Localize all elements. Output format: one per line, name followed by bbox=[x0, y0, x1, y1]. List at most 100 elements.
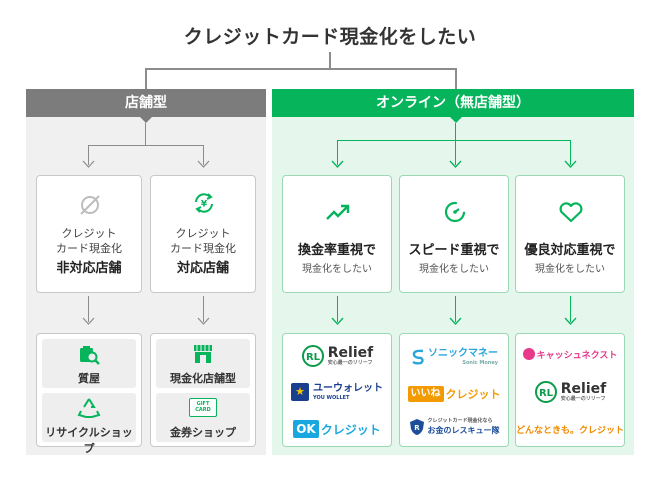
brand-name: ソニックマネー bbox=[428, 347, 498, 359]
relief-logo-icon: RL bbox=[301, 345, 324, 367]
brand-name: Relief bbox=[560, 380, 607, 397]
brand-name: クレジット bbox=[445, 388, 501, 401]
connector bbox=[88, 296, 89, 322]
list-item-label: 金券ショップ bbox=[170, 426, 236, 439]
brand-sub: クレジットカード現金化なら bbox=[427, 418, 493, 424]
store-list-non-support: 質屋 リサイクルショップ bbox=[36, 333, 142, 455]
online-speed-box: スピード重視で 現金化をしたい bbox=[399, 175, 509, 293]
brand-list-speed: ソニックマネー Sonic Money いいね クレジット R クレジットカード… bbox=[399, 333, 509, 447]
arrow-down-icon bbox=[82, 317, 95, 325]
brand-relief: RL Relief 安心最一のリリーフ bbox=[516, 378, 624, 406]
pawnshop-icon bbox=[80, 346, 100, 365]
connector bbox=[337, 140, 338, 165]
box-strong-label: 優良対応重視で bbox=[524, 243, 616, 258]
trend-up-icon bbox=[326, 204, 350, 220]
brand-sub: YOU WOLLET bbox=[313, 395, 350, 401]
store-header: 店舗型 bbox=[26, 89, 266, 117]
online-quality-box: 優良対応重視で 現金化をしたい bbox=[515, 175, 625, 293]
svg-text:R: R bbox=[414, 424, 420, 432]
box-sub-label: 現金化をしたい bbox=[419, 264, 489, 275]
cash-logo-icon bbox=[522, 348, 535, 360]
connector bbox=[88, 145, 89, 165]
shop-icon bbox=[194, 345, 212, 363]
svg-text:RL: RL bbox=[306, 352, 321, 363]
connector bbox=[455, 296, 456, 322]
relief-logo-icon: RL bbox=[534, 381, 557, 403]
yen-exchange-icon: ¥ bbox=[195, 193, 213, 213]
connector bbox=[203, 145, 204, 165]
connector bbox=[88, 145, 204, 146]
shield-icon: R bbox=[409, 419, 424, 435]
list-item: GIFT CARD 金券ショップ bbox=[156, 393, 250, 442]
brand-iine-credit: いいね クレジット bbox=[400, 384, 508, 404]
heart-icon bbox=[559, 202, 583, 223]
brand-name: お金のレスキュー隊 bbox=[427, 426, 500, 435]
connector bbox=[455, 123, 456, 141]
arrow-down-icon bbox=[197, 317, 210, 325]
recycle-icon bbox=[77, 398, 101, 418]
brand-sub: 安心最一のリリーフ bbox=[327, 359, 373, 366]
brand-name: ユーウォレット bbox=[313, 383, 383, 394]
header-pointer bbox=[140, 117, 152, 123]
speed-timer-icon bbox=[444, 201, 466, 223]
box-strong-label: 非対応店舗 bbox=[56, 261, 122, 276]
connector bbox=[337, 296, 338, 322]
list-item-label: 質屋 bbox=[78, 372, 100, 385]
brand-rescue: R クレジットカード現金化なら お金のレスキュー隊 bbox=[400, 414, 508, 440]
store-list-support: 現金化店舗型 GIFT CARD 金券ショップ bbox=[150, 333, 256, 447]
box-sub-label: 現金化をしたい bbox=[302, 264, 372, 275]
box-sub-label: 現金化をしたい bbox=[535, 264, 605, 275]
online-header: オンライン（無店舗型） bbox=[272, 89, 634, 117]
arrow-down-icon bbox=[449, 160, 462, 168]
brand-name: OK bbox=[293, 420, 319, 438]
list-item-label: リサイクルショップ bbox=[45, 426, 133, 455]
box-strong-label: スピード重視で bbox=[408, 243, 500, 258]
box-label: カード現金化 bbox=[56, 242, 122, 255]
no-credit-icon bbox=[80, 195, 100, 215]
svg-text:RL: RL bbox=[539, 388, 554, 399]
arrow-down-icon bbox=[197, 160, 210, 168]
brand-name: クレジット bbox=[320, 422, 381, 437]
sonic-logo-icon bbox=[412, 349, 424, 365]
brand-name: キャッシュネクスト bbox=[536, 350, 618, 361]
header-pointer bbox=[450, 117, 462, 123]
box-label: クレジット bbox=[61, 227, 117, 240]
gift-card-icon: GIFT CARD bbox=[189, 398, 217, 417]
store-support-box: ¥ クレジット カード現金化 対応店舗 bbox=[150, 175, 256, 293]
connector bbox=[145, 123, 146, 146]
brand-name: Relief bbox=[327, 344, 374, 361]
connector bbox=[455, 68, 457, 89]
list-item: 現金化店舗型 bbox=[156, 339, 250, 388]
online-rate-box: 換金率重視で 現金化をしたい bbox=[282, 175, 392, 293]
box-strong-label: 対応店舗 bbox=[176, 261, 229, 276]
brand-list-quality: キャッシュネクスト RL Relief 安心最一のリリーフ どんなときも。クレジ… bbox=[515, 333, 625, 447]
connector bbox=[570, 140, 571, 165]
brand-name: どんなときも。クレジット bbox=[516, 425, 625, 436]
wallet-logo-icon: ★ bbox=[291, 383, 309, 401]
brand-sub: 安心最一のリリーフ bbox=[560, 395, 606, 402]
arrow-down-icon bbox=[331, 317, 344, 325]
connector bbox=[145, 68, 147, 89]
connector bbox=[455, 140, 456, 165]
connector bbox=[337, 140, 571, 141]
list-item: 質屋 bbox=[42, 339, 136, 388]
brand-cash-next: キャッシュネクスト bbox=[516, 344, 624, 364]
page-title: クレジットカード現金化をしたい bbox=[183, 26, 477, 48]
brand-name: いいね bbox=[407, 386, 444, 402]
arrow-down-icon bbox=[449, 317, 462, 325]
brand-list-rate: RL Relief 安心最一のリリーフ ★ ユーウォレット YOU WOLLET… bbox=[282, 333, 392, 447]
svg-text:¥: ¥ bbox=[201, 200, 208, 210]
arrow-down-icon bbox=[331, 160, 344, 168]
store-non-support-box: クレジット カード現金化 非対応店舗 bbox=[36, 175, 142, 293]
arrow-down-icon bbox=[564, 160, 577, 168]
list-item-label: 現金化店舗型 bbox=[170, 372, 236, 385]
brand-ok-credit: OK クレジット bbox=[283, 418, 391, 440]
connector bbox=[145, 68, 457, 70]
brand-sub: Sonic Money bbox=[462, 359, 498, 366]
connector bbox=[329, 52, 331, 69]
arrow-down-icon bbox=[82, 160, 95, 168]
connector bbox=[570, 296, 571, 322]
list-item: リサイクルショップ bbox=[42, 393, 136, 455]
box-label: クレジット bbox=[175, 227, 231, 240]
